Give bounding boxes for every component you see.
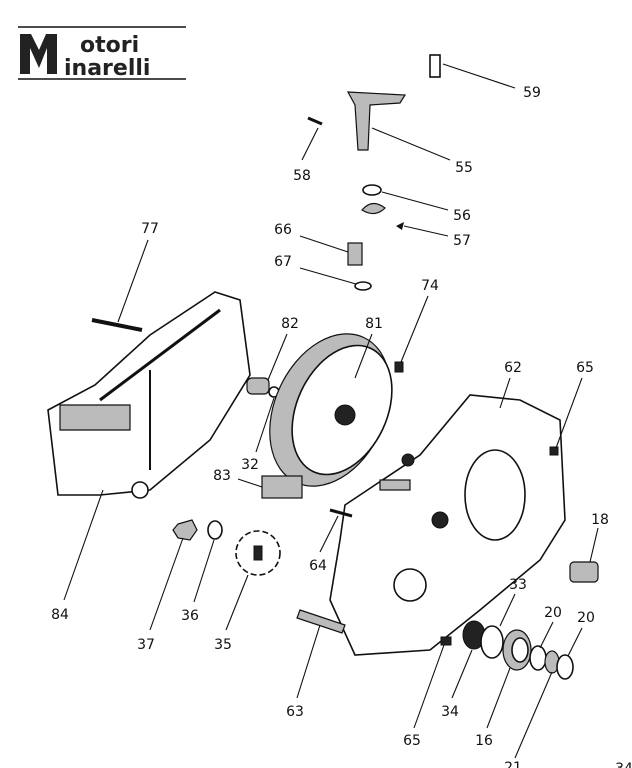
label-58: 58 xyxy=(293,168,311,184)
label-84: 84 xyxy=(51,607,69,623)
label-32: 32 xyxy=(241,457,259,473)
label-57: 57 xyxy=(453,233,471,249)
label-81: 81 xyxy=(365,316,383,332)
part-63-pin xyxy=(296,609,346,634)
label-56: 56 xyxy=(453,208,471,224)
part-labels: 59 55 58 56 57 66 67 77 74 82 81 62 65 3… xyxy=(51,85,632,768)
logo-text-line2: inarelli xyxy=(64,56,150,81)
part-55-lever xyxy=(346,91,407,151)
label-21: 21 xyxy=(504,760,522,768)
label-37: 37 xyxy=(137,637,155,653)
label-35: 35 xyxy=(214,637,232,653)
label-66: 66 xyxy=(274,222,292,238)
motori-minarelli-logo: otori inarelli xyxy=(18,26,186,81)
label-20-second: 20 xyxy=(577,610,595,626)
part-59-bolt xyxy=(429,54,441,78)
leader-lines xyxy=(63,63,599,759)
part-83 xyxy=(261,475,303,499)
label-36: 36 xyxy=(181,608,199,624)
label-33: 33 xyxy=(509,577,527,593)
label-20-first: 20 xyxy=(544,605,562,621)
label-67: 67 xyxy=(274,254,292,270)
label-16: 16 xyxy=(475,733,493,749)
label-64: 64 xyxy=(309,558,327,574)
label-59: 59 xyxy=(523,85,541,101)
label-18: 18 xyxy=(591,512,609,528)
label-65-bottom: 65 xyxy=(403,733,421,749)
label-82: 82 xyxy=(281,316,299,332)
label-34: 34 xyxy=(441,704,459,720)
label-83: 83 xyxy=(213,468,231,484)
label-77: 77 xyxy=(141,221,159,237)
part-18 xyxy=(569,561,599,583)
label-63: 63 xyxy=(286,704,304,720)
label-74: 74 xyxy=(421,278,439,294)
label-34-corner: 34 xyxy=(615,761,632,768)
logo-text-line1: otori xyxy=(80,33,139,58)
label-55: 55 xyxy=(455,160,473,176)
parts xyxy=(47,54,599,680)
label-65-top: 65 xyxy=(576,360,594,376)
label-62: 62 xyxy=(504,360,522,376)
